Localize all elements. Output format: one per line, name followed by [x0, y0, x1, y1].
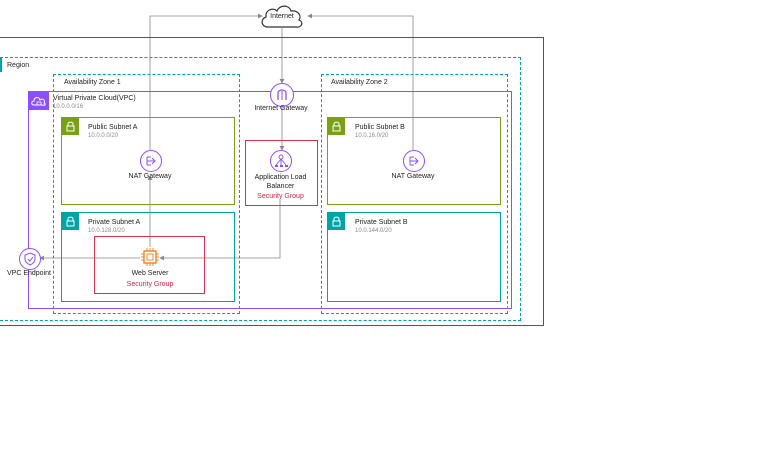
- alb-security-group-box: [245, 140, 318, 206]
- region-label: Region: [7, 62, 30, 69]
- az2-box: [321, 74, 508, 314]
- web-server-security-group-label: Security Group: [126, 281, 174, 288]
- private-subnet-b-box: [327, 212, 501, 302]
- region-box: [0, 37, 544, 326]
- nat-gateway-a-label: NAT Gateway: [128, 173, 172, 180]
- az1-box: [53, 74, 240, 314]
- web-server-label: Web Server: [131, 270, 169, 277]
- vpc-endpoint-label: VPC Endpoint: [7, 270, 51, 277]
- nat-a-to-internet-line: [149, 13, 263, 150]
- alb-label-line2: Balancer: [266, 183, 295, 190]
- nat-gateway-icon: [403, 150, 425, 172]
- az1-label: Availability Zone 1: [64, 79, 121, 86]
- internet-label: Internet: [270, 13, 294, 20]
- alb-security-group-label: Security Group: [257, 193, 304, 200]
- lock-icon: [328, 213, 345, 230]
- region-dashed-box: [0, 57, 521, 321]
- lock-icon: [328, 118, 345, 135]
- nat-b-to-internet-line: [307, 13, 414, 150]
- public-subnet-b-cidr: 10.0.16.0/20: [355, 133, 389, 139]
- cloud-icon: [261, 5, 303, 28]
- load-balancer-icon: [270, 150, 292, 172]
- lock-icon: [62, 213, 79, 230]
- public-subnet-a-cidr: 10.0.0.0/20: [88, 133, 119, 139]
- private-subnet-b-label: Private Subnet B: [355, 219, 408, 226]
- nat-gateway-icon: [140, 150, 162, 172]
- region-tab: [0, 58, 2, 72]
- az2-label: Availability Zone 2: [331, 79, 388, 86]
- vpc-label: Virtual Private Cloud(VPC): [53, 95, 136, 102]
- alb-label-line1: Application Load: [254, 174, 307, 181]
- lock-icon: [62, 118, 79, 135]
- vpc-icon: [29, 92, 49, 110]
- public-subnet-b-label: Public Subnet B: [355, 124, 405, 131]
- internet-gateway-icon: [270, 83, 294, 107]
- ec2-instance-icon: [140, 247, 160, 267]
- vpc-endpoint-icon: [19, 248, 41, 270]
- private-subnet-a-cidr: 10.0.128.0/20: [88, 228, 125, 234]
- public-subnet-a-label: Public Subnet A: [88, 124, 138, 131]
- internet-gateway-label: Internet Gateway: [254, 105, 308, 112]
- public-subnet-b-box: [327, 117, 501, 205]
- alb-to-webserver-line: [159, 200, 281, 261]
- nat-gateway-b-label: NAT Gateway: [391, 173, 435, 180]
- internet-node: Internet: [258, 2, 306, 30]
- private-subnet-a-box: [61, 212, 235, 302]
- private-subnet-b-cidr: 10.0.144.0/20: [355, 228, 392, 234]
- webserver-security-group-box: [94, 236, 205, 294]
- vpc-cidr: 10.0.0.0/16: [53, 104, 84, 110]
- public-subnet-a-box: [61, 117, 235, 205]
- private-subnet-a-label: Private Subnet A: [88, 219, 141, 226]
